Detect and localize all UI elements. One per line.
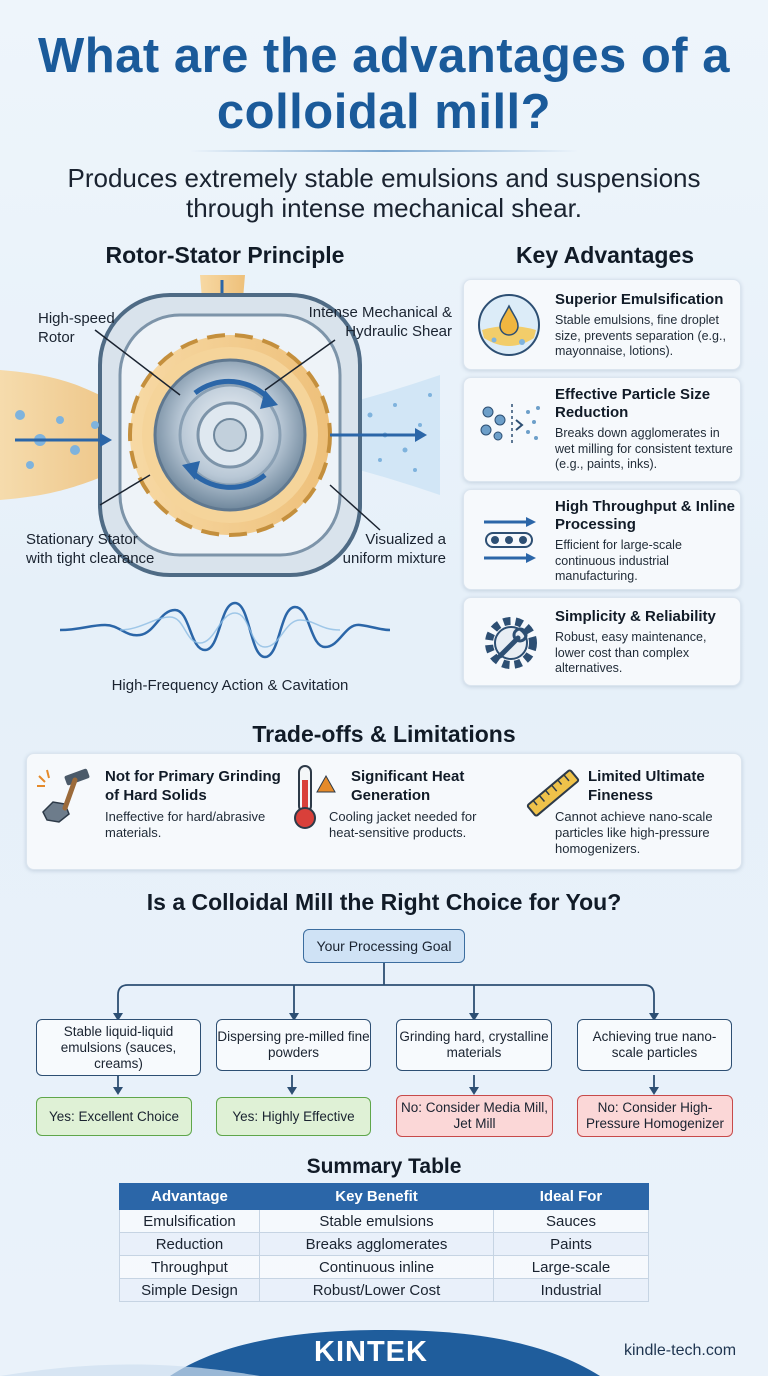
table-cell: Large-scale	[493, 1255, 649, 1279]
tradeoff-title: Limited Ultimate Fineness	[588, 768, 705, 804]
page-title: What are the advantages of a colloidal m…	[37, 29, 730, 139]
advantages-heading: Key Advantages	[515, 242, 695, 268]
table-cell: Stable emulsions	[259, 1209, 494, 1233]
option-goal-nano: Achieving true nano-scale particles	[577, 1019, 732, 1071]
summary-table: Advantage Key Benefit Ideal For Emulsifi…	[119, 1183, 649, 1302]
decision-connectors	[113, 963, 659, 1095]
table-cell: Paints	[493, 1232, 649, 1256]
rotor-stator-illustration	[0, 275, 440, 577]
table-cell: Reduction	[119, 1232, 260, 1256]
tradeoff-desc: Ineffective for hard/abrasive materials.	[105, 809, 266, 840]
decision-heading: Is a Colloidal Mill the Right Choice for…	[146, 889, 622, 915]
advantage-card-simplicity: Simplicity & Reliability Robust, easy ma…	[463, 597, 741, 686]
column-header: Ideal For	[493, 1183, 649, 1210]
stator-label: Stationary Stator with tight clearance	[26, 531, 155, 567]
site-url[interactable]: kindle-tech.com	[624, 1342, 737, 1359]
advantage-card-particle-size: Effective Particle Size Reduction Breaks…	[463, 377, 741, 482]
option-result-hard-materials: No: Consider Media Mill, Jet Mill	[396, 1095, 553, 1137]
option-result-emulsions: Yes: Excellent Choice	[36, 1097, 192, 1136]
option-goal-powders: Dispersing pre-milled fine powders	[216, 1019, 371, 1071]
tradeoff-title: Not for Primary Grinding of Hard Solids	[105, 768, 281, 804]
title-divider	[190, 150, 578, 152]
cavitation-wave	[60, 601, 390, 659]
shear-label: Intense Mechanical & Hydraulic Shear	[308, 304, 452, 340]
table-cell: Sauces	[493, 1209, 649, 1233]
table-cell: Continuous inline	[259, 1255, 494, 1279]
table-row: Emulsification Stable emulsions Sauces	[119, 1209, 649, 1233]
tradeoff-title: Significant Heat Generation	[351, 768, 465, 804]
table-row: Reduction Breaks agglomerates Paints	[119, 1232, 649, 1256]
advantage-desc: Stable emulsions, fine droplet size, pre…	[555, 313, 726, 358]
tradeoffs-panel: Not for Primary Grinding of Hard Solids …	[26, 753, 742, 870]
table-cell: Industrial	[493, 1278, 649, 1302]
wave-label: High-Frequency Action & Cavitation	[111, 677, 349, 694]
tradeoff-desc: Cooling jacket needed for heat-sensitive…	[329, 809, 477, 840]
table-cell: Throughput	[119, 1255, 260, 1279]
summary-header-row: Advantage Key Benefit Ideal For	[119, 1183, 649, 1210]
thermometer-icon	[294, 765, 336, 829]
advantage-card-throughput: High Throughput & Inline Processing Effi…	[463, 489, 741, 590]
column-header: Advantage	[119, 1183, 260, 1210]
advantage-desc: Robust, easy maintenance, lower cost tha…	[555, 630, 707, 675]
diagram-heading: Rotor-Stator Principle	[105, 242, 345, 268]
mixture-label: Visualized a uniform mixture	[342, 531, 446, 567]
option-goal-emulsions: Stable liquid-liquid emulsions (sauces, …	[36, 1019, 201, 1076]
advantage-title: Effective Particle Size Reduction	[555, 386, 711, 421]
advantage-desc: Breaks down agglomerates in wet milling …	[555, 426, 733, 471]
hammer-rock-icon	[37, 768, 90, 823]
column-header: Key Benefit	[259, 1183, 494, 1210]
table-cell: Robust/Lower Cost	[259, 1278, 494, 1302]
table-cell: Breaks agglomerates	[259, 1232, 494, 1256]
ruler-icon	[526, 769, 580, 817]
table-cell: Emulsification	[119, 1209, 260, 1233]
conveyor-icon	[484, 517, 536, 563]
tradeoff-desc: Cannot achieve nano-scale particles like…	[555, 809, 713, 856]
particles-icon	[480, 404, 540, 446]
advantage-title: High Throughput & Inline Processing	[555, 498, 735, 533]
advantage-title: Superior Emulsification	[555, 291, 724, 308]
gear-wrench-icon	[485, 617, 537, 669]
goal-node: Your Processing Goal	[303, 929, 465, 963]
summary-heading: Summary Table	[306, 1155, 462, 1178]
option-goal-hard-materials: Grinding hard, crystalline materials	[396, 1019, 552, 1071]
table-row: Throughput Continuous inline Large-scale	[119, 1255, 649, 1279]
advantage-card-emulsification: Superior Emulsification Stable emulsions…	[463, 279, 741, 370]
droplet-icon	[478, 294, 540, 356]
table-row: Simple Design Robust/Lower Cost Industri…	[119, 1278, 649, 1302]
tradeoffs-heading: Trade-offs & Limitations	[252, 721, 516, 747]
page-subtitle: Produces extremely stable emulsions and …	[67, 163, 701, 223]
option-result-nano: No: Consider High-Pressure Homogenizer	[577, 1095, 733, 1137]
advantage-desc: Efficient for large-scale continuous ind…	[555, 538, 682, 583]
option-result-powders: Yes: Highly Effective	[216, 1097, 371, 1136]
rotor-label: High-speed Rotor	[38, 310, 115, 346]
footer-wave	[0, 1330, 600, 1376]
table-cell: Simple Design	[119, 1278, 260, 1302]
brand-logo: KINTEK	[314, 1336, 428, 1368]
advantage-title: Simplicity & Reliability	[555, 608, 716, 625]
